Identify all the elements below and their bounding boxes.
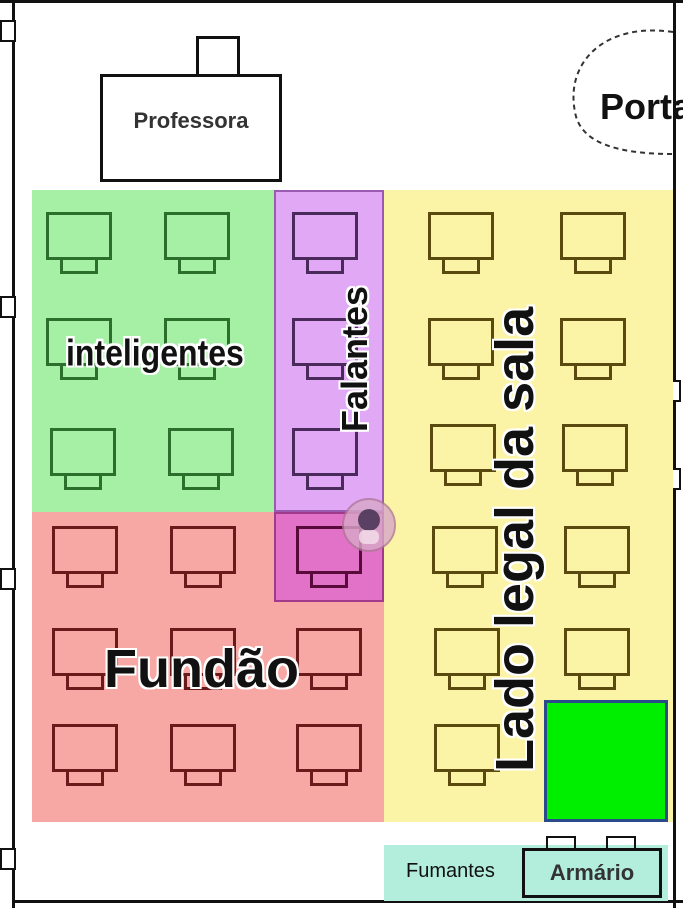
desk	[170, 526, 236, 590]
zone-label-falantes: Falantes	[334, 285, 375, 432]
desk	[170, 628, 236, 692]
desk	[432, 526, 498, 590]
teacher-desk	[100, 74, 282, 182]
desk	[292, 318, 358, 382]
desk	[434, 628, 500, 692]
closet-label: Armário	[549, 860, 635, 885]
desk	[434, 724, 500, 788]
wall-notch	[0, 296, 16, 318]
desk	[296, 628, 362, 692]
door-swing-icon	[572, 29, 674, 155]
teacher-label: Professora	[133, 108, 249, 133]
closet-handle	[606, 836, 636, 850]
closet	[522, 848, 662, 898]
desk	[560, 318, 626, 382]
zone-label-lado-legal: Lado legal da sala	[485, 306, 545, 772]
left-wall	[12, 0, 15, 908]
desk	[428, 318, 494, 382]
desk	[560, 212, 626, 276]
zone-label-fundao: Fundão	[104, 639, 299, 699]
bottom-wall	[12, 900, 683, 903]
desk	[562, 424, 628, 488]
bright-green-box	[544, 700, 668, 822]
desk	[170, 724, 236, 788]
zone-fumantes	[384, 845, 668, 901]
desk	[564, 526, 630, 590]
desk	[430, 424, 496, 488]
wall-notch	[0, 568, 16, 590]
door-label: Porta	[600, 86, 683, 127]
desk	[164, 318, 230, 382]
desk	[52, 628, 118, 692]
desk	[564, 628, 630, 692]
wall-notch	[0, 848, 16, 870]
desk	[428, 212, 494, 276]
desk	[52, 724, 118, 788]
desk	[168, 428, 234, 492]
zone-label-inteligentes: inteligentes	[66, 332, 244, 374]
right-wall	[673, 0, 676, 908]
desk	[50, 428, 116, 492]
desk	[292, 428, 358, 492]
wall-notch	[0, 20, 16, 42]
desk	[46, 318, 112, 382]
closet-handle	[546, 836, 576, 850]
desk	[164, 212, 230, 276]
desk	[52, 526, 118, 590]
fumantes-label: Fumantes	[406, 860, 495, 882]
avatar-sticker-icon	[342, 498, 396, 552]
desk	[296, 724, 362, 788]
desk	[46, 212, 112, 276]
top-wall	[0, 0, 683, 3]
desk	[292, 212, 358, 276]
